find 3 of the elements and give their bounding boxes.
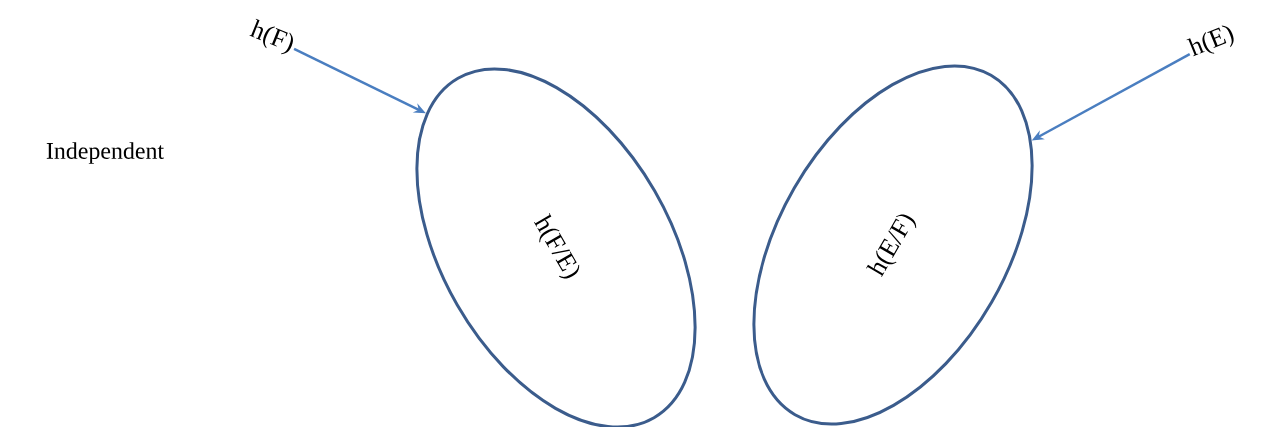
node-label: h(F): [249, 18, 293, 55]
side-label: Independent: [46, 142, 164, 164]
node-label: h(E): [1186, 25, 1234, 57]
